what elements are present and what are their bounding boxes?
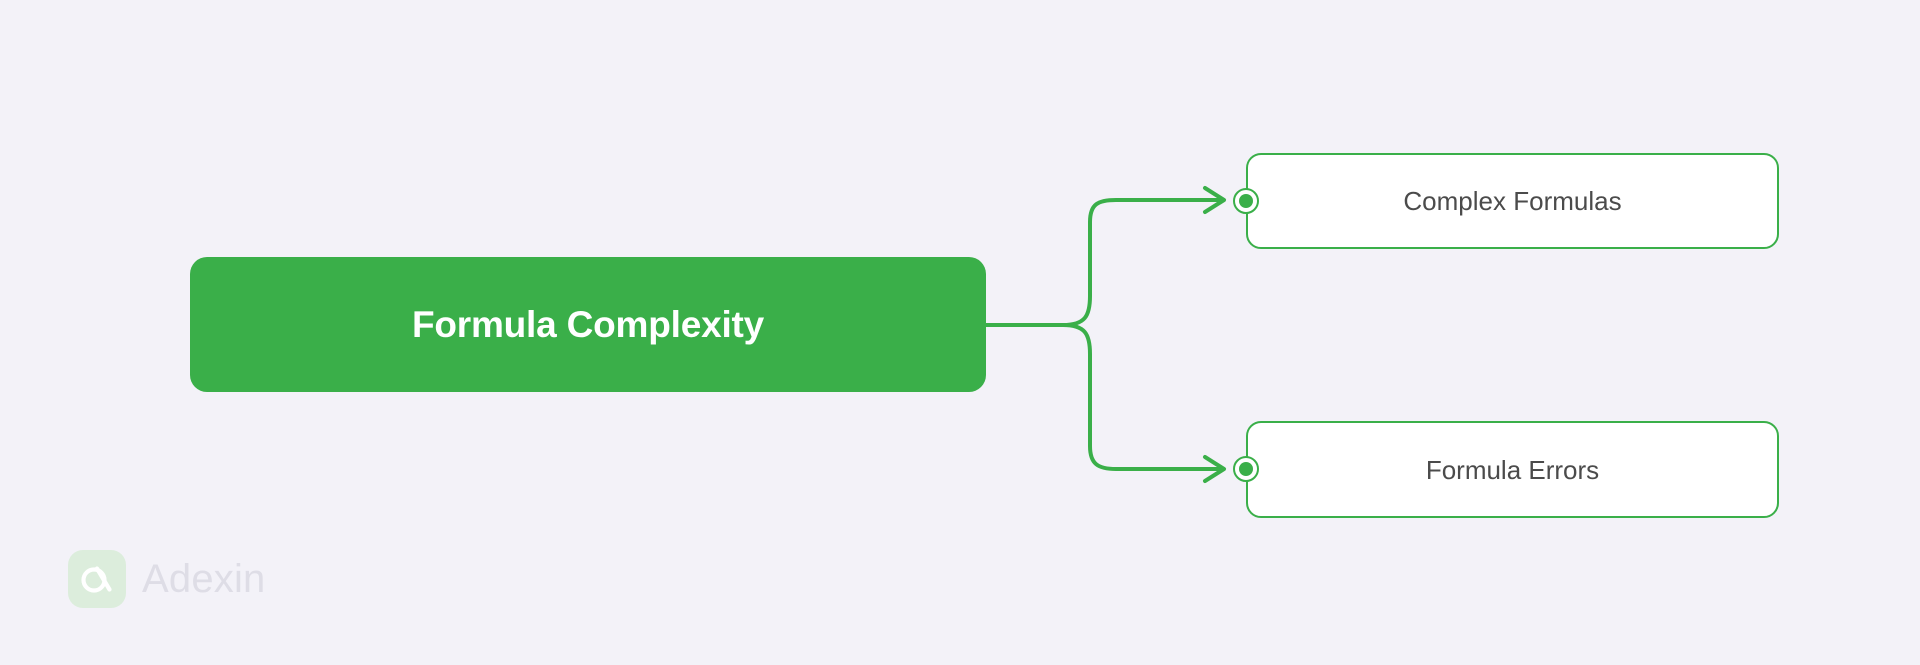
edge-to-complex-formulas [1061, 198, 1224, 327]
watermark: Adexin [68, 550, 266, 608]
child-node-complex-formulas[interactable]: Complex Formulas [1246, 153, 1779, 249]
connector-dot-icon [1233, 188, 1259, 214]
root-node[interactable]: Formula Complexity [190, 257, 986, 392]
connector-dot-icon [1233, 456, 1259, 482]
edge-to-formula-errors [1061, 323, 1224, 471]
child-node-formula-errors[interactable]: Formula Errors [1246, 421, 1779, 518]
root-node-label: Formula Complexity [411, 304, 765, 345]
child-node-label: Complex Formulas [1403, 186, 1622, 216]
arrowhead-formula-errors [1203, 455, 1226, 483]
watermark-brand-label: Adexin [142, 557, 266, 601]
adexin-glyph-icon [81, 566, 112, 593]
adexin-logo-icon [68, 550, 126, 608]
child-node-label: Formula Errors [1425, 454, 1600, 485]
arrowhead-complex-formulas [1203, 186, 1226, 214]
